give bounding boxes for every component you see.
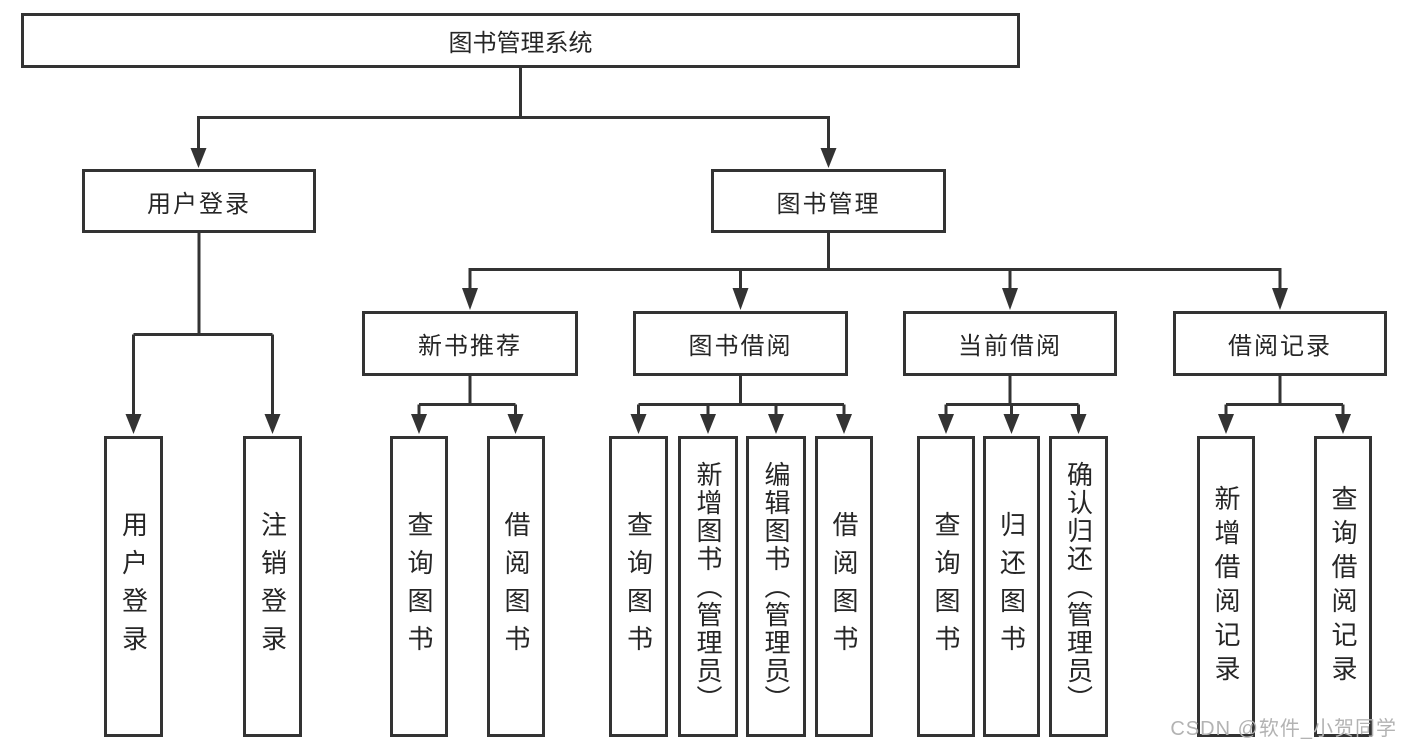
leaf-confirm-return-admin: 确认归还（管理员） <box>1049 436 1108 737</box>
leaf-recommend-query-books: 查询图书 <box>390 436 448 737</box>
leaf-current-query-books: 查询图书 <box>917 436 975 737</box>
leaf-recommend-borrow-books-label: 借阅图书 <box>501 510 531 663</box>
node-user-login: 用户登录 <box>82 169 316 233</box>
node-book-management-label: 图书管理 <box>776 190 881 218</box>
node-borrow-records-label: 借阅记录 <box>1228 333 1332 360</box>
leaf-user-login: 用户登录 <box>104 436 163 737</box>
leaf-edit-books-admin: 编辑图书（管理员） <box>746 436 806 737</box>
node-user-login-label: 用户登录 <box>147 190 251 218</box>
leaf-add-books-admin: 新增图书（管理员） <box>678 436 738 737</box>
leaf-user-login-label: 用户登录 <box>118 510 149 663</box>
leaf-add-books-admin-label: 新增图书（管理员） <box>693 460 723 713</box>
node-borrow-records: 借阅记录 <box>1173 311 1387 376</box>
leaf-borrow-books: 借阅图书 <box>815 436 873 737</box>
leaf-confirm-return-admin-label: 确认归还（管理员） <box>1063 460 1094 713</box>
leaf-borrow-query-books: 查询图书 <box>609 436 668 737</box>
node-current-borrow-label: 当前借阅 <box>958 333 1062 360</box>
csdn-watermark: CSDN @软件_小贺同学 <box>1170 718 1397 740</box>
leaf-add-borrow-record: 新增借阅记录 <box>1197 436 1255 737</box>
leaf-logout: 注销登录 <box>243 436 302 737</box>
node-book-borrow-label: 图书借阅 <box>688 333 793 360</box>
node-book-borrow: 图书借阅 <box>633 311 848 376</box>
leaf-return-books-label: 归还图书 <box>996 510 1027 663</box>
leaf-query-borrow-record-label: 查询借阅记录 <box>1328 484 1358 689</box>
leaf-return-books: 归还图书 <box>983 436 1040 737</box>
leaf-borrow-books-label: 借阅图书 <box>829 510 859 663</box>
leaf-current-query-books-label: 查询图书 <box>931 510 961 663</box>
node-new-book-recommend-label: 新书推荐 <box>418 333 522 360</box>
leaf-query-borrow-record: 查询借阅记录 <box>1314 436 1372 737</box>
leaf-borrow-query-books-label: 查询图书 <box>623 510 654 663</box>
node-book-management: 图书管理 <box>711 169 946 233</box>
node-root-label: 图书管理系统 <box>448 30 593 57</box>
leaf-logout-label: 注销登录 <box>257 510 288 663</box>
leaf-edit-books-admin-label: 编辑图书（管理员） <box>761 460 791 713</box>
leaf-add-borrow-record-label: 新增借阅记录 <box>1211 484 1241 689</box>
leaf-recommend-borrow-books: 借阅图书 <box>487 436 545 737</box>
node-current-borrow: 当前借阅 <box>903 311 1117 376</box>
node-root: 图书管理系统 <box>21 13 1020 68</box>
leaf-recommend-query-books-label: 查询图书 <box>404 510 434 663</box>
node-new-book-recommend: 新书推荐 <box>362 311 578 376</box>
